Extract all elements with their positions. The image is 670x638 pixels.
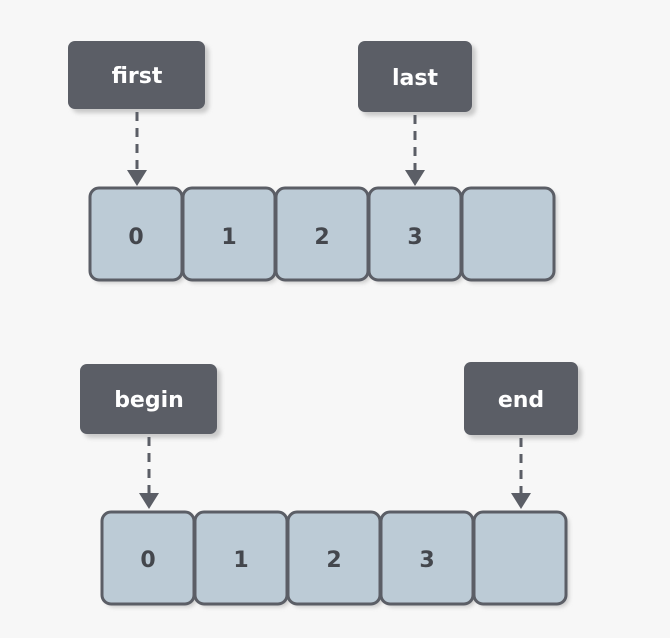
pointer-first: first: [68, 41, 209, 186]
pointer-end: end: [464, 362, 582, 509]
array-cell-empty: [472, 510, 568, 606]
pointer-begin-arrow-head: [139, 493, 159, 509]
pointer-last-arrow-head: [405, 170, 425, 186]
pointer-first-arrow-head: [127, 170, 147, 186]
diagram-first-last: first last 0 1 2 3: [68, 41, 557, 283]
pointer-first-label: first: [112, 64, 163, 89]
array-cell-value: 1: [233, 548, 248, 573]
array-cell-value: 2: [326, 548, 341, 573]
pointer-end-box: [464, 362, 578, 435]
pointer-begin: begin: [80, 364, 221, 509]
array-cell-value: 2: [314, 225, 329, 250]
array-cell-value: 0: [128, 225, 143, 250]
array-cell-value: 3: [407, 225, 422, 250]
pointer-first-box: [68, 41, 205, 109]
pointer-last: last: [358, 41, 476, 186]
pointer-last-box: [358, 41, 472, 112]
array-cells-2: 0 1 2 3: [100, 510, 569, 607]
diagram-begin-end: begin end 0 1 2 3: [80, 362, 582, 607]
array-cell-empty: [460, 186, 556, 282]
pointer-begin-label: begin: [114, 388, 184, 413]
pointer-begin-box: [80, 364, 217, 434]
pointer-end-label: end: [498, 388, 544, 413]
array-cell-value: 0: [140, 548, 155, 573]
array-cell-value: 1: [221, 225, 236, 250]
pointer-last-label: last: [392, 66, 438, 91]
pointer-end-arrow-head: [511, 493, 531, 509]
array-cells-1: 0 1 2 3: [88, 186, 557, 283]
array-cell-value: 3: [419, 548, 434, 573]
